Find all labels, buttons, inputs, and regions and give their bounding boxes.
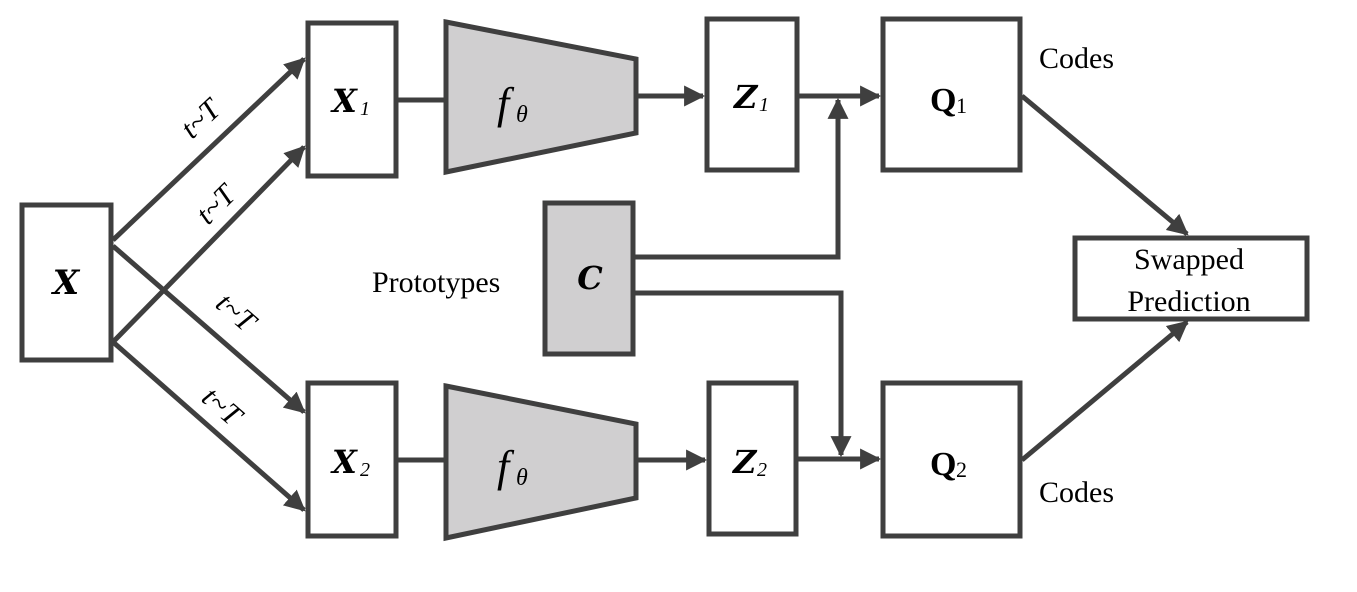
node-input-x-symbol: X — [51, 263, 81, 303]
node-encoder1-subscript: θ — [516, 102, 528, 128]
edge-q1-to-swapped — [1020, 94, 1189, 236]
node-feature2-subscript: 2 — [757, 459, 767, 481]
edge-c-to-q1 — [635, 97, 849, 260]
node-view1-symbol: X — [330, 82, 358, 120]
node-feature1-subscript: 1 — [759, 94, 769, 116]
node-feature2: Z 2 — [706, 380, 799, 537]
edge-label-aug3: t~T — [209, 286, 264, 339]
node-view2-symbol: X — [330, 443, 358, 481]
edge-c-to-q2 — [635, 290, 852, 458]
node-codes1: Q 1 — [880, 16, 1023, 173]
node-prototypes-symbol: C — [577, 259, 603, 297]
edge-label-aug2: t~T — [190, 177, 244, 231]
node-prototypes: C — [542, 200, 636, 357]
node-input-x: X — [19, 202, 114, 363]
node-view2-subscript: 2 — [360, 459, 370, 481]
node-feature1-symbol: Z — [732, 78, 759, 116]
node-codes2-symbol: Q — [930, 446, 956, 483]
node-codes2: Q 2 — [880, 380, 1023, 539]
prototypes-label: Prototypes — [372, 266, 500, 299]
node-encoder2: f θ — [443, 382, 639, 542]
node-feature1: Z 1 — [704, 16, 800, 173]
edge-q2-to-swapped — [1020, 320, 1189, 462]
edge-x-to-x2-a — [111, 244, 306, 414]
node-encoder2-subscript: θ — [516, 465, 528, 491]
edge-x-to-x1-a — [111, 57, 306, 242]
node-codes1-symbol: Q — [930, 82, 956, 119]
node-feature2-symbol: Z — [731, 443, 758, 481]
edge-x-to-x2-b — [111, 340, 306, 512]
edge-x-to-x1-b — [111, 145, 306, 344]
node-view2: X 2 — [305, 380, 399, 539]
edge-label-aug4: t~T — [195, 380, 250, 433]
node-view1: X 1 — [305, 20, 399, 179]
codes2-label: Codes — [1039, 476, 1114, 509]
swapped-prediction-line1: Swapped — [1134, 243, 1244, 276]
node-swapped-prediction: Swapped Prediction — [1072, 235, 1310, 322]
node-view1-subscript: 1 — [360, 98, 370, 120]
node-codes1-subscript: 1 — [956, 93, 967, 118]
node-codes2-subscript: 2 — [956, 457, 967, 482]
swapped-prediction-line2: Prediction — [1127, 285, 1250, 318]
codes1-label: Codes — [1039, 42, 1114, 75]
node-encoder1: f θ — [443, 18, 639, 176]
